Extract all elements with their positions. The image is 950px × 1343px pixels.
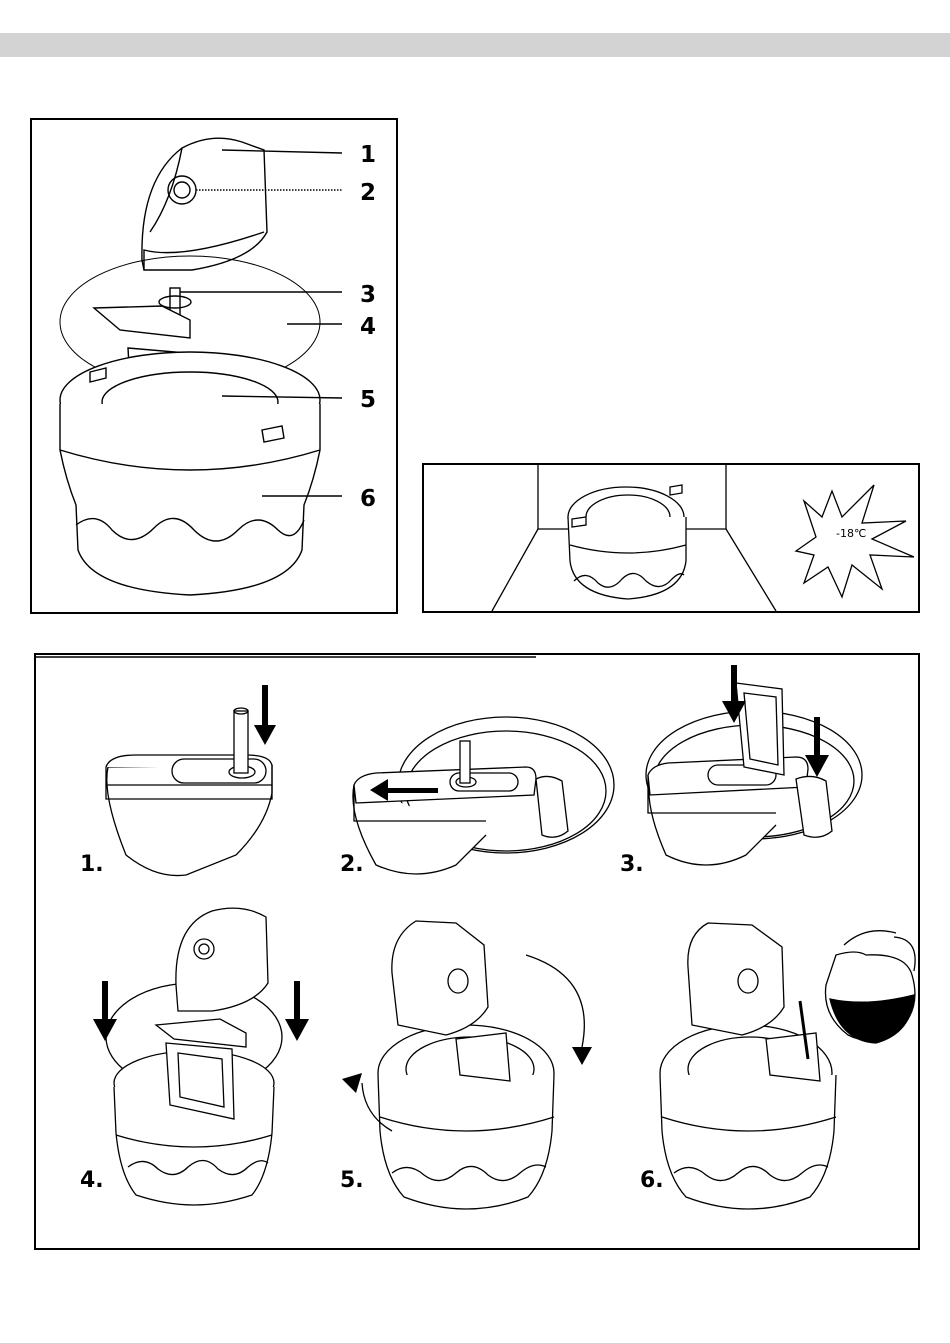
step-label-5: 5. bbox=[340, 1168, 364, 1193]
freezer-bowl-body bbox=[568, 517, 686, 599]
motor-head-shape bbox=[142, 138, 267, 270]
part-label-5: 5 bbox=[360, 387, 376, 413]
step-2-illustration bbox=[353, 717, 614, 874]
header-bar bbox=[0, 33, 950, 57]
freezer-temperature: -18℃ bbox=[836, 527, 866, 540]
step-label-3: 3. bbox=[620, 852, 644, 877]
step-3-illustration bbox=[646, 683, 862, 865]
step-5-illustration bbox=[362, 921, 584, 1209]
down-arrow-icon bbox=[93, 981, 117, 1041]
down-arrow-icon bbox=[254, 685, 276, 745]
parts-diagram: 1 2 3 4 5 6 bbox=[32, 120, 400, 616]
rotate-arrow-icon bbox=[572, 1047, 592, 1065]
step-label-6: 6. bbox=[640, 1168, 664, 1193]
assembly-steps-panel: 1. 2. 3. 4. 5. 6. bbox=[34, 653, 920, 1250]
part-label-4: 4 bbox=[360, 314, 376, 340]
assembly-steps-diagram: 1. 2. 3. 4. 5. 6. bbox=[36, 655, 922, 1252]
part-label-2: 2 bbox=[360, 180, 376, 206]
down-arrow-icon bbox=[285, 981, 309, 1041]
freezer-panel: -18℃ bbox=[422, 463, 920, 613]
step-6-illustration bbox=[660, 923, 915, 1209]
rotate-arrow-icon bbox=[342, 1073, 362, 1093]
parts-diagram-panel: 1 2 3 4 5 6 bbox=[30, 118, 398, 614]
step-1-illustration bbox=[106, 708, 272, 876]
part-label-6: 6 bbox=[360, 486, 376, 512]
step-label-4: 4. bbox=[80, 1168, 104, 1193]
step-label-2: 2. bbox=[340, 852, 364, 877]
part-label-3: 3 bbox=[360, 282, 376, 308]
freezer-diagram: -18℃ bbox=[424, 465, 922, 615]
step-4-illustration bbox=[106, 908, 282, 1205]
starburst-icon bbox=[796, 485, 914, 597]
part-label-1: 1 bbox=[360, 142, 376, 168]
step-label-1: 1. bbox=[80, 852, 104, 877]
